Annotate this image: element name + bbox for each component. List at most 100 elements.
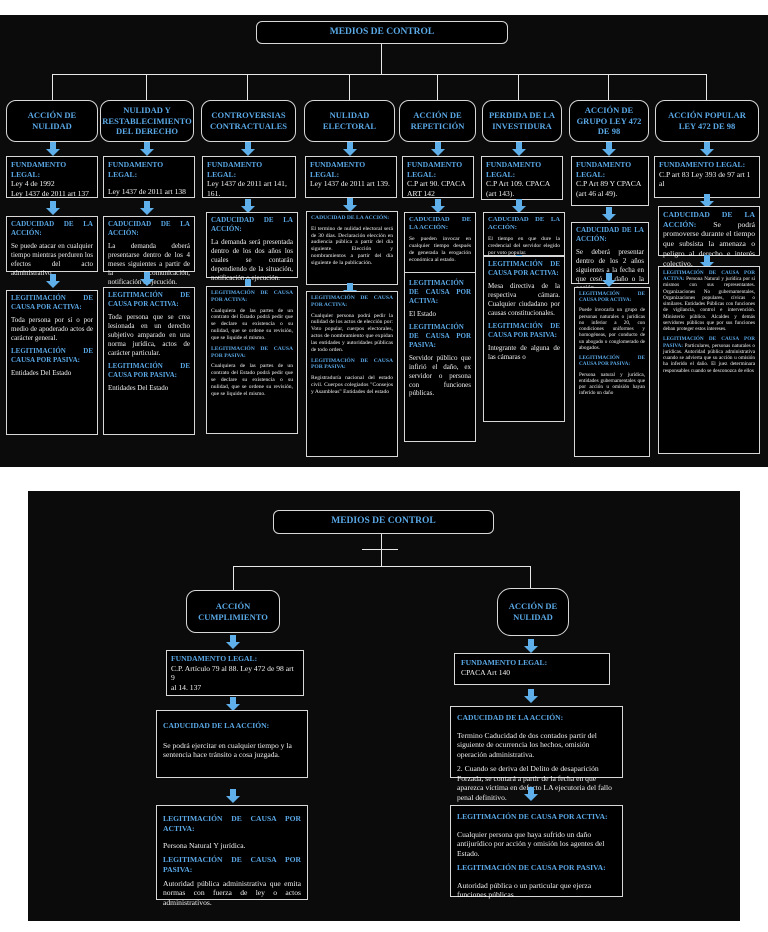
pasiva-text: Servidor público que infirió el daño, ex… bbox=[409, 353, 471, 398]
connector bbox=[608, 74, 609, 100]
legitimacion-box: LEGITIMACIÓN DE CAUSA POR ACTIVA: Person… bbox=[658, 266, 760, 454]
down-arrow-icon bbox=[226, 789, 240, 803]
caducidad-label: CADUCIDAD DE LA ACCIÓN: bbox=[663, 210, 755, 229]
activa-label: LEGITIMACIÓN DE CAUSA POR ACTIVA: bbox=[457, 812, 608, 821]
node-accion-cumplimiento: ACCIÓN CUMPLIMIENTO bbox=[186, 590, 280, 633]
legitimacion-box: LEGITIMACIÓN DE CAUSA POR ACTIVA: Cualqu… bbox=[206, 286, 298, 434]
node-accion-grupo: ACCIÓN DE GRUPO LEY 472 DE 98 bbox=[569, 100, 649, 142]
node-accion-repeticion: ACCIÓN DE REPETICIÓN bbox=[399, 100, 476, 142]
caducidad-text: El termino de nulidad electoral será de … bbox=[311, 225, 393, 266]
activa-label: LEGITIMACIÓN DE CAUSA POR ACTIVA: bbox=[663, 270, 755, 283]
fundamento-text: Ley 1437 de 2011 art 138 bbox=[108, 187, 186, 197]
down-arrow-icon bbox=[431, 142, 445, 156]
caducidad-body: Se podrá promoverse durante el tiempo qu… bbox=[663, 219, 755, 268]
down-arrow-icon bbox=[602, 273, 616, 287]
pasiva-label: LEGITIMACIÓN DE CAUSA POR PASIVA: bbox=[663, 336, 755, 349]
fundamento-label: FUNDAMENTO LEGAL: bbox=[310, 160, 366, 179]
activa-text: Toda persona por sí o por medio de apode… bbox=[11, 315, 93, 342]
fundamento-box: FUNDAMENTO LEGAL: C.P Art 89 Y CPACA (ar… bbox=[571, 156, 649, 206]
legitimacion-box: LEGITIMACIÓN DE CAUSA POR ACTIVA: El Est… bbox=[404, 272, 476, 442]
connector bbox=[437, 74, 438, 100]
pasiva-text: Persona natural y jurídica, entidades gu… bbox=[579, 371, 645, 397]
fundamento-label: FUNDAMENTO LEGAL: bbox=[576, 160, 632, 179]
fundamento-text: C.P art 90. CPACA ART 142 bbox=[407, 179, 466, 199]
connector bbox=[247, 74, 248, 100]
down-arrow-icon bbox=[524, 639, 538, 653]
caducidad-text: La demanda será presentada dentro de los… bbox=[211, 237, 293, 282]
connector bbox=[518, 74, 519, 100]
activa-text: Cualquier persona que haya sufrido un da… bbox=[457, 829, 605, 859]
activa-label: LEGITIMACIÓN DE CAUSA POR ACTIVA: bbox=[409, 279, 471, 305]
pasiva-label: LEGITIMACIÓN DE CAUSA POR PASIVA: bbox=[108, 361, 190, 379]
down-arrow-icon bbox=[524, 689, 538, 703]
down-arrow-icon bbox=[512, 199, 526, 213]
title-underline bbox=[362, 549, 398, 550]
down-arrow-icon bbox=[226, 635, 240, 649]
caducidad-text: Se podrá ejercitar en cualquier tiempo y… bbox=[163, 740, 292, 760]
node-nulidad-electoral: NULIDAD ELECTORAL bbox=[304, 100, 395, 142]
fundamento-label: FUNDAMENTO LEGAL: bbox=[407, 160, 463, 179]
down-arrow-icon bbox=[602, 207, 616, 221]
activa-text: Cualquier persona podrá pedir la nulidad… bbox=[311, 312, 393, 353]
caducidad-box: CADUCIDAD DE LA ACCIÓN: El termino de nu… bbox=[306, 211, 398, 285]
pasiva-label: LEGITIMACIÓN DE CAUSA POR PASIVA: bbox=[579, 355, 645, 368]
activa-label: LEGITIMACIÓN DE CAUSA POR ACTIVA: bbox=[108, 291, 190, 308]
fundamento-label: FUNDAMENTO LEGAL: bbox=[171, 654, 258, 663]
fundamento-text: C.P Art 109. CPACA (art 143). bbox=[486, 179, 550, 199]
connector bbox=[349, 74, 350, 100]
caducidad-box: CADUCIDAD DE LA ACCIÓN: Se podrá ejercit… bbox=[156, 710, 308, 778]
legitimacion-box: LEGITIMACIÓN DE CAUSA POR ACTIVA: Mesa d… bbox=[483, 256, 565, 422]
pasiva-label: LEGITIMACIÓN DE CAUSA POR PASIVA: bbox=[11, 346, 93, 364]
pasiva-text: Autoridad pública administrativa que emi… bbox=[163, 878, 301, 908]
pasiva-text: Cualquiera de las partes de un contrato … bbox=[211, 363, 293, 397]
connector bbox=[52, 74, 706, 75]
down-arrow-icon bbox=[700, 142, 714, 156]
activa-label: LEGITIMACIÓN DE CAUSA POR ACTIVA: bbox=[488, 260, 560, 277]
fundamento-box: FUNDAMENTO LEGAL: C.P art 90. CPACA ART … bbox=[402, 156, 474, 198]
caducidad-label: CADUCIDAD DE LA ACCIÓN: bbox=[311, 215, 390, 221]
connector bbox=[381, 534, 382, 566]
down-arrow-icon bbox=[524, 787, 538, 801]
node-accion-nulidad-bottom: ACCIÓN DE NULIDAD bbox=[497, 588, 569, 636]
down-arrow-icon bbox=[140, 272, 154, 286]
fundamento-label: FUNDAMENTO LEGAL: bbox=[11, 160, 67, 179]
fundamento-box: FUNDAMENTO LEGAL: C.P. Artículo 79 al 88… bbox=[166, 650, 304, 696]
fundamento-box: FUNDAMENTO LEGAL: CPACA Art 140 bbox=[454, 653, 610, 685]
legitimacion-box: LEGITIMACIÓN DE CAUSA POR ACTIVA: Cualqu… bbox=[450, 805, 623, 899]
caducidad-label: CADUCIDAD DE LA ACCIÓN: bbox=[409, 216, 471, 232]
fundamento-label: FUNDAMENTO LEGAL: bbox=[461, 658, 548, 667]
caducidad-label: CADUCIDAD DE LA ACCIÓN: bbox=[108, 220, 190, 237]
fundamento-box: FUNDAMENTO LEGAL: C.P art 83 Ley 393 de … bbox=[654, 156, 760, 198]
caducidad-text: Se pueden invocar en cualquier tiempo de… bbox=[409, 236, 471, 263]
node-perdida-investidura: PERDIDA DE LA INVESTIDURA bbox=[482, 100, 562, 142]
fundamento-box: FUNDAMENTO LEGAL: Ley 1437 de 2011 art 1… bbox=[202, 156, 296, 198]
caducidad-text: El tiempo en que dure la credencial del … bbox=[488, 236, 560, 256]
bottom-title-node: MEDIOS DE CONTROL bbox=[273, 510, 494, 534]
fundamento-text: C.P. Artículo 79 al 88. Ley 472 de 98 ar… bbox=[171, 663, 294, 693]
pasiva-text: Particulares, personas naturales o juríd… bbox=[663, 342, 755, 374]
caducidad-text-1: Termino Caducidad de dos contados partir… bbox=[457, 730, 597, 760]
caducidad-label: CADUCIDAD DE LA ACCIÓN: bbox=[211, 216, 293, 233]
down-arrow-icon bbox=[700, 255, 714, 269]
activa-text: Mesa directiva de la respectiva cámara. … bbox=[488, 281, 560, 317]
legitimacion-box: LEGITIMACIÓN DE CAUSA POR ACTIVA: Puede … bbox=[574, 287, 650, 457]
connector bbox=[530, 566, 531, 588]
node-accion-popular: ACCIÓN POPULAR LEY 472 DE 98 bbox=[655, 100, 759, 142]
fundamento-text: C.P Art 89 Y CPACA (art 46 al 49). bbox=[576, 179, 641, 199]
caducidad-label: CADUCIDAD DE LA ACCIÓN: bbox=[457, 713, 564, 722]
pasiva-label: LEGITIMACIÓN DE CAUSA POR PASIVA: bbox=[311, 357, 393, 371]
node-accion-nulidad: ACCIÓN DE NULIDAD bbox=[6, 100, 98, 142]
activa-text: Toda persona que se crea lesionada en un… bbox=[108, 312, 190, 357]
pasiva-text: Entidades Del Estado bbox=[11, 368, 72, 377]
connector bbox=[381, 44, 382, 74]
fundamento-text: CPACA Art 140 bbox=[461, 667, 511, 677]
pasiva-text: Integrante de alguna de las cámaras o bbox=[488, 343, 560, 361]
connector bbox=[706, 74, 707, 100]
activa-text: El Estado bbox=[409, 309, 437, 318]
caducidad-label: CADUCIDAD DE LA ACCIÓN: bbox=[488, 216, 560, 232]
caducidad-box: CADUCIDAD DE LA ACCIÓN: La demanda será … bbox=[206, 212, 298, 282]
activa-paragraph: LEGITIMACIÓN DE CAUSA POR ACTIVA: Person… bbox=[663, 270, 755, 332]
connector bbox=[146, 74, 147, 100]
caducidad-text-2: 2. Cuando se deriva del Delito de desapa… bbox=[457, 763, 612, 803]
down-arrow-icon bbox=[512, 142, 526, 156]
